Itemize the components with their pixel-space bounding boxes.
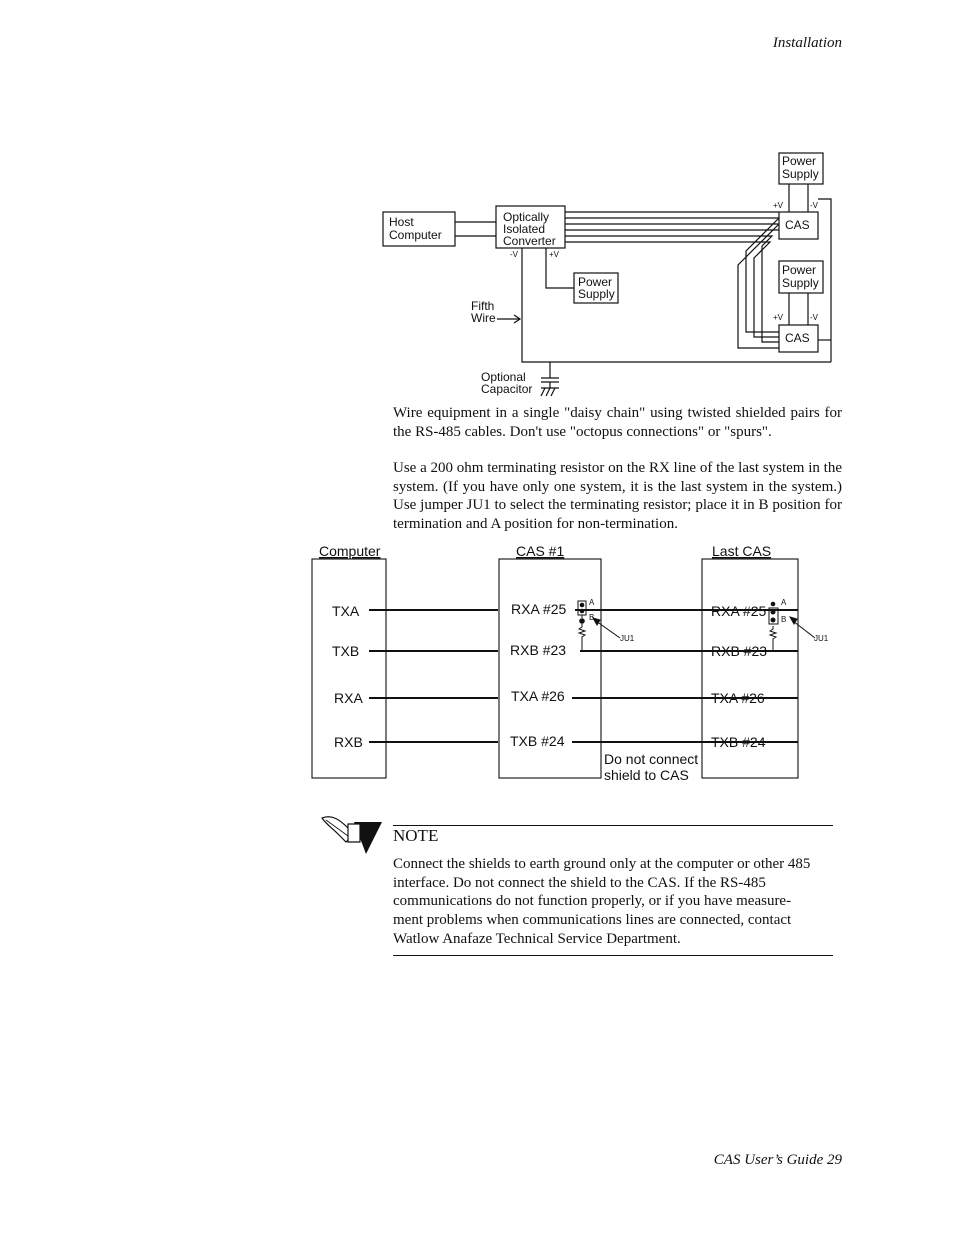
jumper2-label: JU1 [814, 634, 829, 643]
host-computer-box [382, 211, 456, 247]
plus-v-label-2: +V [773, 313, 784, 322]
note-bottom-rule [393, 955, 833, 956]
minus-v-label-2: -V [810, 313, 819, 322]
note-top-rule [393, 825, 833, 826]
jumper1-pos-b: B [589, 613, 594, 622]
power-supply-1-label-2: Supply [782, 167, 819, 181]
plus-v-label-1: +V [773, 201, 784, 210]
cas1-box [498, 558, 602, 779]
cas1-pin-4: TXB #24 [510, 733, 565, 749]
paragraph-daisy-chain: Wire equipment in a single "daisy chain"… [393, 405, 842, 440]
running-header: Installation [772, 35, 842, 51]
cas1-pin-1: RXA #25 [511, 601, 566, 617]
cas-1-box [778, 211, 819, 240]
minus-v-label-1: -V [810, 201, 819, 210]
note-body: Connect the shields to earth ground only… [393, 856, 811, 947]
converter-label-2: Isolated [503, 222, 545, 236]
computer-pin-3: RXA [334, 690, 363, 706]
jumper2-pos-b: B [781, 615, 786, 624]
note-title: NOTE [393, 826, 439, 845]
rs485-wiring-diagram: Computer CAS #1 Last CAS TXA TXB RXA RXB… [311, 543, 829, 783]
shield-note-1: Do not connect [604, 751, 698, 767]
jumper2-pos-a: A [781, 598, 787, 607]
last-cas-pin-3: TXA #26 [711, 690, 765, 706]
shield-note-2: shield to CAS [604, 767, 689, 783]
fifth-wire-label-2: Wire [471, 311, 496, 325]
computer-title: Computer [319, 543, 381, 559]
converter-label-1: Optically [503, 210, 549, 224]
cas1-pin-2: RXB #23 [510, 642, 566, 658]
computer-pin-1: TXA [332, 603, 360, 619]
power-supply-2-label-1: Power [782, 263, 816, 277]
power-supply-1-box [778, 152, 824, 185]
minus-v-label-3: -V [510, 250, 519, 259]
power-supply-2-box [778, 260, 824, 294]
power-supply-2-label-2: Supply [782, 276, 819, 290]
capacitor-label-1: Optional [481, 370, 526, 384]
power-supply-1-label-1: Power [782, 154, 816, 168]
last-cas-pin-4: TXB #24 [711, 734, 766, 750]
cas-1-label: CAS [785, 218, 810, 232]
computer-box [311, 558, 387, 779]
computer-pin-2: TXB [332, 643, 359, 659]
power-supply-3-label-1: Power [578, 275, 612, 289]
jumper1-pos-a: A [589, 598, 595, 607]
running-footer: CAS User’s Guide 29 [713, 1152, 842, 1168]
fifth-wire-label-1: Fifth [471, 299, 494, 313]
converter-label-3: Converter [503, 234, 556, 248]
capacitor-label-2: Capacitor [481, 382, 532, 396]
cas-2-label: CAS [785, 331, 810, 345]
note-hand-icon [321, 816, 382, 854]
last-cas-pin-2: RXB #23 [711, 643, 767, 659]
last-cas-title: Last CAS [712, 543, 771, 559]
last-cas-pin-1: RXA #25 [711, 603, 766, 619]
host-computer-label-1: Host [389, 215, 414, 229]
converter-box [495, 205, 566, 249]
cas1-title: CAS #1 [516, 543, 564, 559]
power-supply-3-label-2: Supply [578, 287, 615, 301]
cas-2-box [778, 324, 819, 353]
last-cas-box [701, 558, 799, 779]
host-computer-label-2: Computer [389, 228, 442, 242]
paragraph-terminating-resistor: Use a 200 ohm terminating resistor on th… [393, 460, 842, 533]
plus-v-label-3: +V [549, 250, 560, 259]
computer-pin-4: RXB [334, 734, 363, 750]
jumper1-label: JU1 [620, 634, 635, 643]
cas1-pin-3: TXA #26 [511, 688, 565, 704]
